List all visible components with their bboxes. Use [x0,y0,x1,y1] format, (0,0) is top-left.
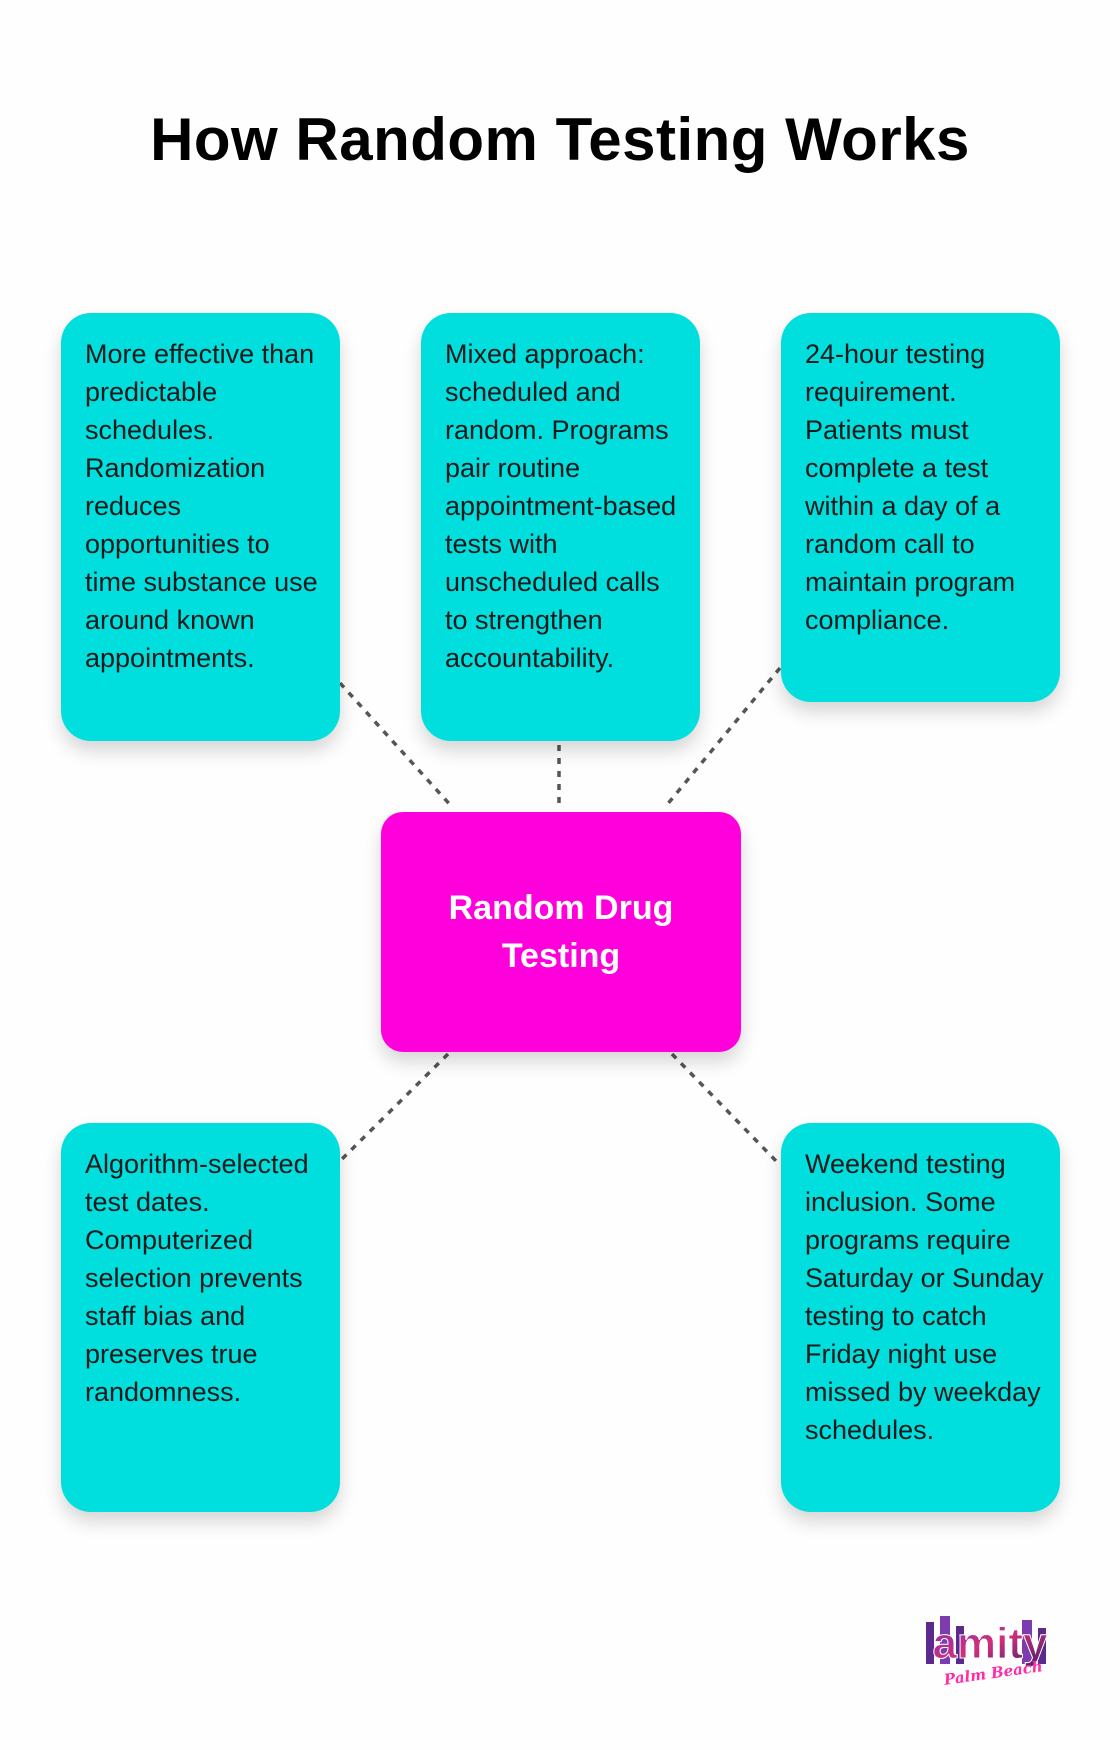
node-top-right: 24-hour testing requirement. Patients mu… [781,313,1060,702]
diagram-title: How Random Testing Works [150,106,970,173]
amity-palm-beach-logo: amity Palm Beach [926,1616,1048,1689]
node-text: Weekend testing inclusion. Some programs… [805,1149,1044,1445]
node-text: 24-hour testing requirement. Patients mu… [805,339,1016,635]
node-top-left: More effective than predictable schedule… [61,313,340,741]
node-bottom-left: Algorithm-selected test dates. Computeri… [61,1123,340,1512]
node-text: Algorithm-selected test dates. Computeri… [85,1149,309,1407]
connector-bottom-left [338,1052,450,1163]
center-node: Random Drug Testing [381,812,741,1052]
node-text: More effective than predictable schedule… [85,339,318,673]
node-top-middle: Mixed approach: scheduled and random. Pr… [421,313,700,741]
logo-text: amity [933,1619,1048,1668]
node-bottom-right: Weekend testing inclusion. Some programs… [781,1123,1060,1512]
center-label: Random Drug Testing [448,889,674,975]
connector-bottom-right [670,1052,782,1167]
node-text: Mixed approach: scheduled and random. Pr… [445,339,677,673]
